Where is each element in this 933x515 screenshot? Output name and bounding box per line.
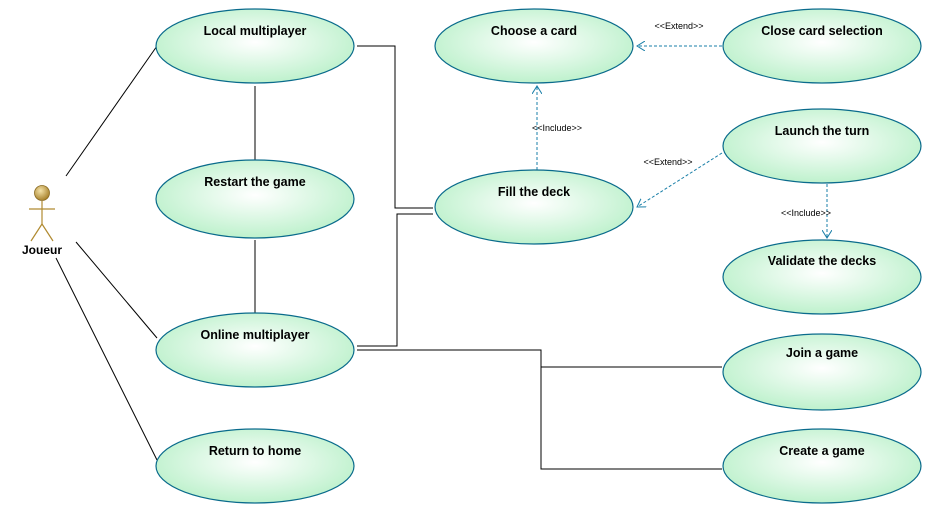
actor-head-icon — [34, 185, 50, 201]
usecase-create-game[interactable]: Create a game — [722, 428, 922, 504]
usecase-return-home[interactable]: Return to home — [155, 428, 355, 504]
link-online-create — [540, 367, 722, 470]
usecase-label: Create a game — [779, 444, 865, 458]
usecase-label: Restart the game — [204, 175, 305, 189]
usecase-validate-decks[interactable]: Validate the decks — [722, 239, 922, 315]
stereotype-extend-launch: <<Extend>> — [643, 157, 692, 167]
stereotype-include-launch: <<Include>> — [781, 208, 831, 218]
usecase-label: Validate the decks — [768, 254, 876, 268]
usecase-label: Return to home — [209, 444, 301, 458]
link-online-join — [357, 349, 722, 368]
actor-joueur[interactable]: Joueur — [22, 185, 62, 258]
stereotype-labels: <<Extend>> <<Include>> <<Extend>> <<Incl… — [532, 21, 831, 218]
usecase-join-game[interactable]: Join a game — [722, 333, 922, 411]
usecase-online-multiplayer[interactable]: Online multiplayer — [155, 312, 355, 388]
usecase-label: Local multiplayer — [204, 24, 307, 38]
actor-leg-left — [30, 223, 43, 242]
dep-launch-to-fill — [637, 152, 723, 207]
actor-leg-right — [41, 223, 54, 242]
dependencies — [537, 46, 827, 238]
assoc-actor-home — [55, 257, 158, 461]
usecase-fill-deck[interactable]: Fill the deck — [434, 169, 634, 245]
stereotype-include-fill: <<Include>> — [532, 123, 582, 133]
usecase-label: Choose a card — [491, 24, 577, 38]
usecase-local-multiplayer[interactable]: Local multiplayer — [155, 8, 355, 84]
assoc-actor-online — [75, 241, 158, 339]
usecase-choose-card[interactable]: Choose a card — [434, 8, 634, 84]
stereotype-extend-close: <<Extend>> — [654, 21, 703, 31]
usecase-label: Fill the deck — [498, 185, 570, 199]
usecase-label: Join a game — [786, 346, 858, 360]
actor-associations — [55, 45, 158, 461]
link-online-fill — [357, 213, 433, 347]
usecase-label: Launch the turn — [775, 124, 869, 138]
link-local-fill — [357, 45, 433, 209]
usecase-label: Close card selection — [761, 24, 883, 38]
usecase-restart-game[interactable]: Restart the game — [155, 159, 355, 239]
assoc-actor-local — [65, 45, 158, 177]
orthogonal-links — [357, 45, 722, 470]
usecase-launch-turn[interactable]: Launch the turn — [722, 108, 922, 184]
usecase-label: Online multiplayer — [200, 328, 309, 342]
usecase-close-card-selection[interactable]: Close card selection — [722, 8, 922, 84]
actor-name: Joueur — [22, 243, 62, 257]
